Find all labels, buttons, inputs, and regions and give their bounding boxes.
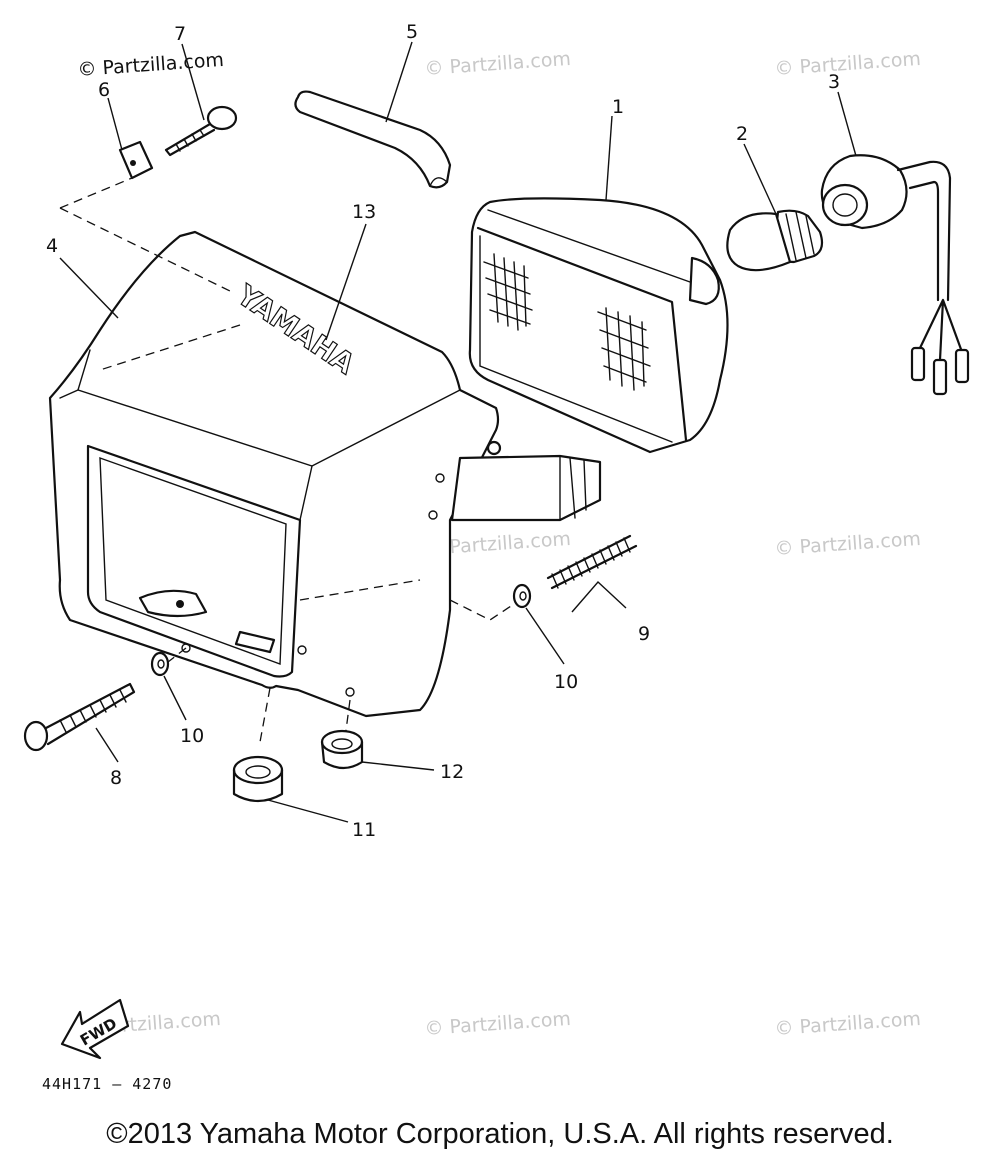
callout-3: 3 [828, 71, 840, 93]
callout-13: 13 [352, 201, 376, 223]
watermark: © Partzilla.com [774, 48, 922, 80]
callout-9: 9 [638, 623, 650, 645]
callout-6: 6 [98, 79, 110, 101]
part-7-screw [164, 105, 238, 157]
callout-10-left: 10 [180, 725, 204, 747]
callout-5: 5 [406, 21, 418, 43]
part-11-grommet [232, 755, 284, 803]
part-4-cover: YAMAHA [48, 230, 602, 718]
part-10-washer-left [150, 651, 170, 677]
callout-1: 1 [612, 96, 624, 118]
alignment-lines [59, 177, 521, 743]
part-10-washer-right [512, 583, 532, 609]
callout-2: 2 [736, 123, 748, 145]
fwd-arrow-icon: FWD [60, 998, 130, 1060]
copyright-notice: ©2013 Yamaha Motor Corporation, U.S.A. A… [106, 1118, 894, 1150]
part-2-bulb [726, 209, 824, 272]
watermark: © Partzilla.com [774, 1008, 922, 1040]
part-1-headlight-unit [468, 197, 729, 454]
diagram-code: 44H171 — 4270 [42, 1075, 172, 1093]
part-3-socket [820, 154, 970, 396]
watermark: © Partzilla.com [774, 528, 922, 560]
callout-leaders [59, 41, 857, 823]
part-6-nut [118, 140, 154, 180]
part-9-spring [546, 534, 638, 590]
callout-12: 12 [440, 761, 464, 783]
part-12-grommet [320, 729, 364, 770]
part-8-bolt [23, 682, 136, 752]
callout-4: 4 [46, 235, 58, 257]
part-5-strip [294, 90, 452, 189]
watermark-main: © Partzilla.com [77, 49, 225, 81]
watermark: © Partzilla.com [424, 1008, 572, 1040]
callout-7: 7 [174, 23, 186, 45]
watermark: © Partzilla.com [424, 48, 572, 80]
callout-11: 11 [352, 819, 376, 841]
callout-10-right: 10 [554, 671, 578, 693]
callout-8: 8 [110, 767, 122, 789]
